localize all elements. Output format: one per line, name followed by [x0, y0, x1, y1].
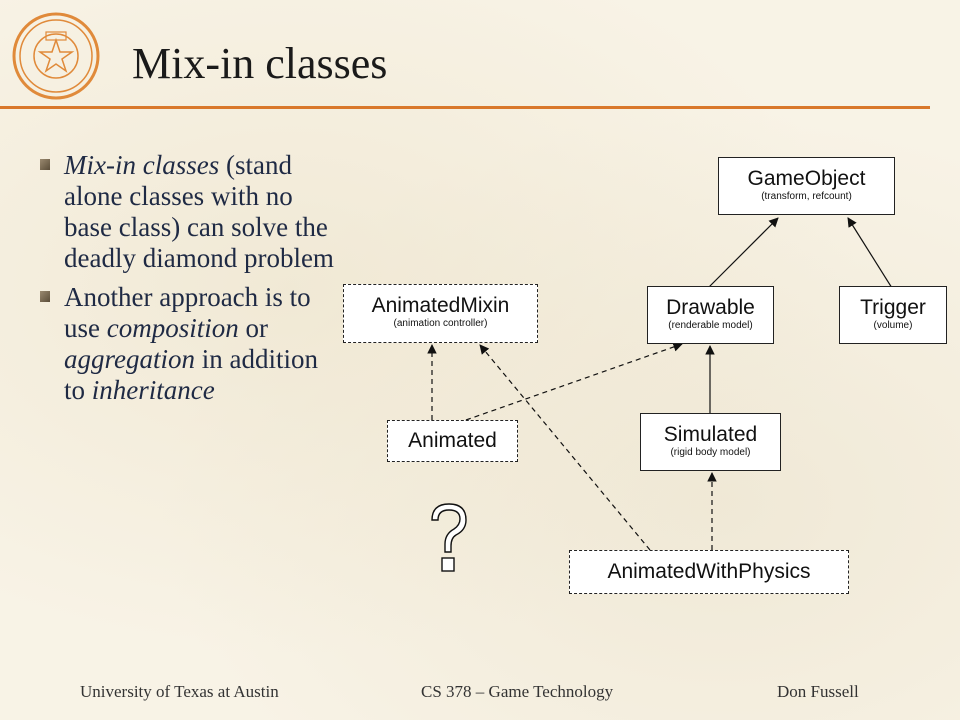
- edge-trigger-to-gameobject: [847, 217, 893, 289]
- footer-center: CS 378 – Game Technology: [421, 682, 614, 701]
- node-gameobject: GameObject (transform, refcount): [718, 157, 895, 215]
- node-simulated-sub: (rigid body model): [670, 447, 751, 458]
- node-drawable: Drawable (renderable model): [647, 286, 774, 344]
- node-simulated-name: Simulated: [663, 423, 758, 446]
- question-mark-icon: [431, 503, 467, 572]
- node-trigger-sub: (volume): [873, 320, 913, 331]
- footer-left: University of Texas at Austin: [80, 682, 279, 701]
- node-drawable-name: Drawable: [666, 296, 755, 319]
- node-animatedmixin-name: AnimatedMixin: [371, 294, 510, 317]
- bullet-2-text-inheritance: inheritance: [91, 375, 215, 405]
- footer-right: Don Fussell: [777, 682, 859, 701]
- node-trigger-name: Trigger: [860, 296, 926, 319]
- bullet-marker-icon: [40, 159, 50, 170]
- bullet-list: Mix-in classes (stand alone classes with…: [40, 150, 340, 414]
- university-seal-icon: [12, 12, 100, 100]
- node-animated-name: Animated: [408, 429, 497, 452]
- edge-drawable-to-gameobject: [707, 217, 779, 289]
- node-animatedmixin-sub: (animation controller): [393, 318, 488, 329]
- node-animated: Animated: [387, 420, 518, 462]
- bullet-2-text-b: or: [238, 313, 269, 343]
- node-gameobject-name: GameObject: [747, 167, 866, 190]
- title-divider: [0, 106, 930, 109]
- bullet-item-2: Another approach is to use composition o…: [40, 282, 340, 406]
- node-animatedwithphysics: AnimatedWithPhysics: [569, 550, 849, 594]
- node-gameobject-sub: (transform, refcount): [761, 191, 852, 202]
- bullet-2-text-c: in addition to: [64, 344, 318, 405]
- bullet-1-text-italic: Mix-in classes: [64, 150, 220, 180]
- bullet-item-1: Mix-in classes (stand alone classes with…: [40, 150, 340, 274]
- node-animatedmixin: AnimatedMixin (animation controller): [343, 284, 538, 343]
- node-trigger: Trigger (volume): [839, 286, 947, 344]
- bullet-marker-icon: [40, 291, 50, 302]
- slide-title: Mix-in classes: [132, 39, 388, 88]
- node-animatedwithphysics-name: AnimatedWithPhysics: [607, 560, 811, 583]
- node-simulated: Simulated (rigid body model): [640, 413, 781, 471]
- node-drawable-sub: (renderable model): [668, 320, 753, 331]
- bullet-2-text-aggregation: aggregation: [64, 344, 195, 374]
- bullet-2-text-composition: composition: [106, 313, 239, 343]
- bullet-2-text-a: Another approach is to use: [64, 282, 311, 343]
- bullet-1-text: (stand alone classes with no base class)…: [64, 150, 334, 273]
- edge-animated-to-drawable: [465, 342, 683, 421]
